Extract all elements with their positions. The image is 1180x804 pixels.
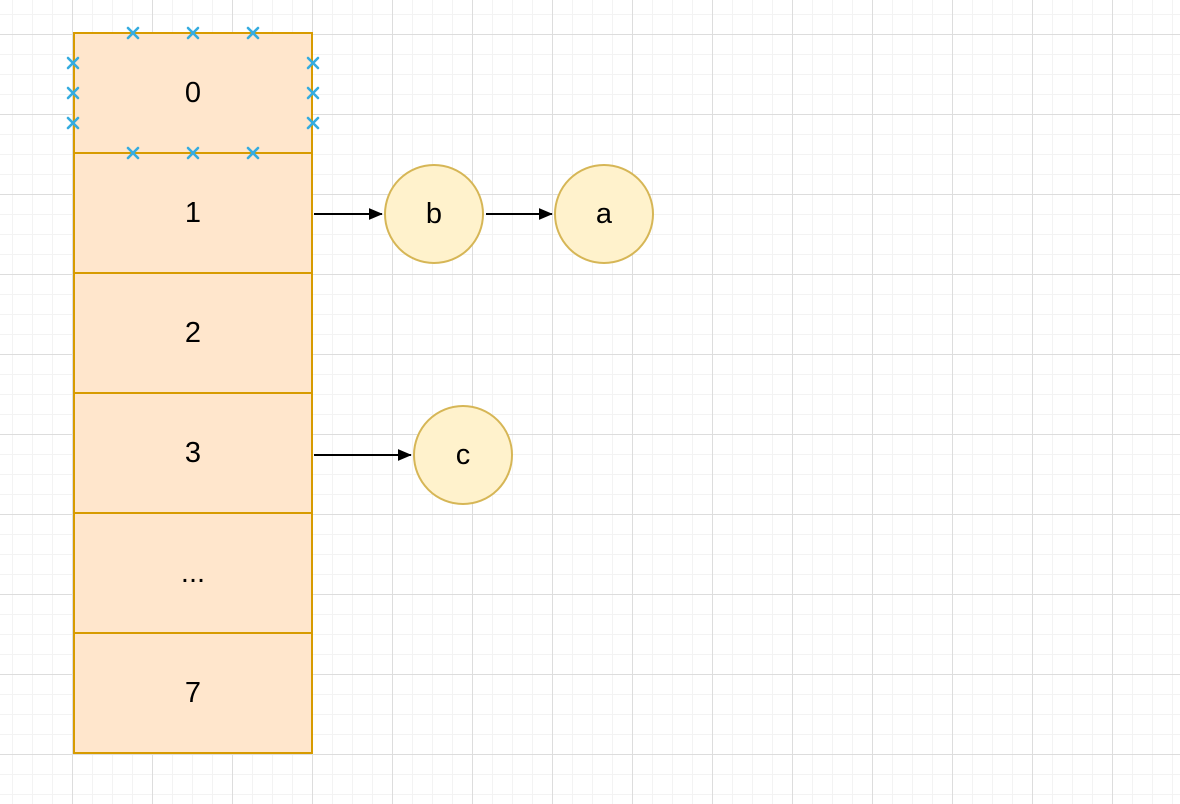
bucket-row-3[interactable]: 3 (73, 392, 313, 514)
node-circle-c[interactable]: c (413, 405, 513, 505)
node-label: a (595, 197, 613, 230)
bucket-label: 3 (184, 436, 202, 469)
bucket-row-2[interactable]: 2 (73, 272, 313, 394)
bucket-label: 7 (184, 676, 202, 709)
bucket-row-7[interactable]: 7 (73, 632, 313, 754)
node-circle-b[interactable]: b (384, 164, 484, 264)
bucket-label: 1 (184, 196, 202, 229)
bucket-table: 0 1 2 3... 7 (73, 32, 313, 754)
bucket-label: 2 (184, 316, 202, 349)
bucket-row-1[interactable]: 1 (73, 152, 313, 274)
bucket-row-0[interactable]: 0 (73, 32, 313, 154)
node-circle-a[interactable]: a (554, 164, 654, 264)
node-label: b (425, 197, 443, 230)
bucket-row-dotdotdot[interactable]: ... (73, 512, 313, 634)
node-label: c (455, 438, 471, 471)
bucket-label: ... (180, 556, 206, 589)
bucket-label: 0 (184, 76, 202, 109)
